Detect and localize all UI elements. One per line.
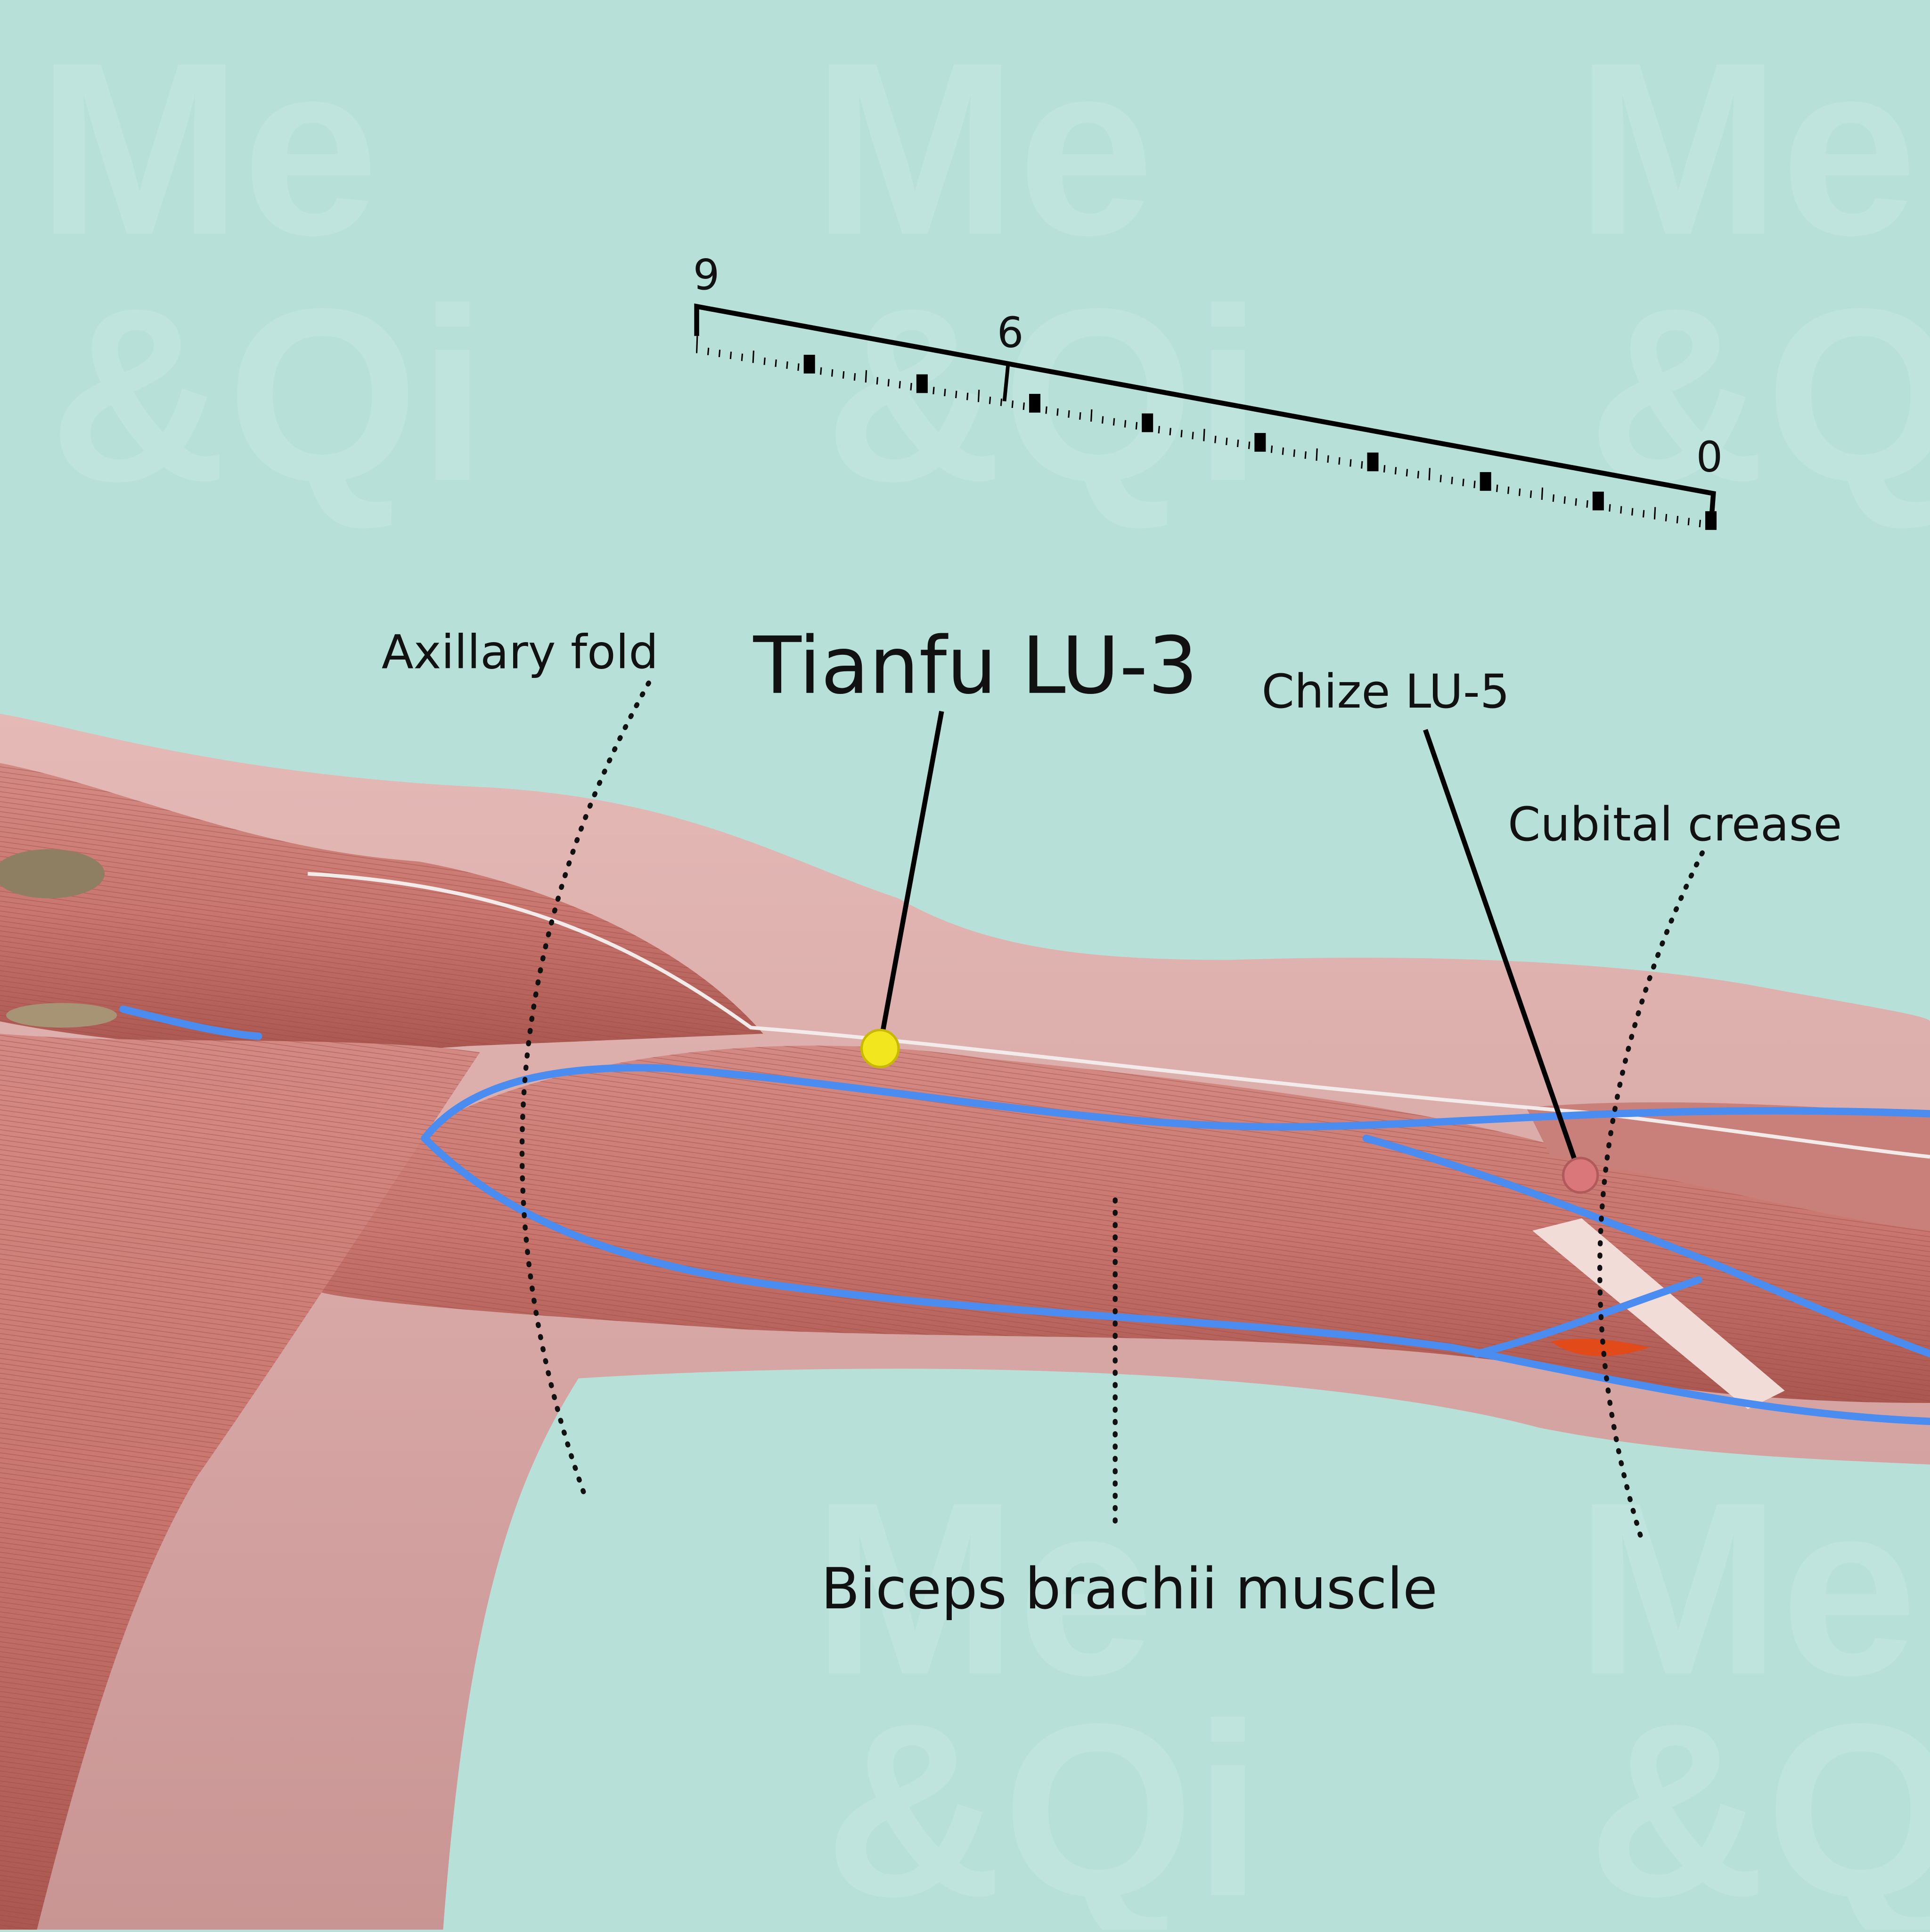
ruler-tick (763, 357, 766, 365)
ruler-tick-marker (916, 374, 928, 393)
ruler-tick (1563, 496, 1566, 504)
ruler-tick-number: 6 (1370, 458, 1376, 469)
ruler-tick (1112, 418, 1115, 426)
chize-lu5-point[interactable] (1562, 1157, 1599, 1194)
ruler-tick-marker (803, 355, 815, 374)
ruler-tick-marker (1480, 472, 1491, 491)
ruler-tick-number: 2 (919, 380, 925, 391)
ruler-tick-number: 3 (1031, 399, 1038, 410)
ruler-label-0: 0 (1696, 432, 1723, 481)
ruler-tick-marker (1367, 452, 1379, 472)
ruler-tick (1631, 508, 1634, 516)
ruler-tick (1090, 409, 1093, 422)
ruler-tick-number: 5 (1257, 438, 1263, 449)
ruler-tick (1349, 459, 1352, 467)
ruler-tick-marker (1705, 511, 1717, 530)
svg-text:Me: Me (812, 1451, 1154, 1726)
ruler-tick (1552, 494, 1555, 502)
forearm-muscle (1526, 1102, 1930, 1231)
ruler-tick-number: 7 (1482, 477, 1488, 489)
ruler-tick-marker (1029, 394, 1041, 413)
chize-label: Chize LU-5 (1262, 665, 1510, 719)
ruler-tick-number: 8 (1595, 497, 1601, 508)
cubital-crease-line (1597, 850, 1705, 1547)
watermark: Me &Qi Me &Qi Me &Qi Me &Qi Me &Qi (37, 11, 1930, 1932)
ruler-tick (1653, 507, 1656, 520)
veins (119, 1005, 1930, 1425)
cubital-crease-label: Cubital crease (1508, 798, 1842, 852)
biceps-label: Biceps brachii muscle (821, 1556, 1438, 1622)
tendon (1532, 1218, 1785, 1410)
chize-pointer (1423, 729, 1582, 1174)
artery (1551, 1338, 1650, 1356)
ruler-tick-number: 1 (806, 360, 812, 371)
ruler-tick (1518, 488, 1521, 496)
ruler-tick (831, 369, 834, 377)
ruler-tick (1687, 518, 1690, 526)
title-label: Tianfu LU-3 (753, 620, 1198, 712)
ruler-tick (955, 391, 957, 399)
ruler-tick (729, 351, 732, 359)
ruler-tick (1135, 422, 1138, 430)
measurement-ruler: 1 2 3 4 5 6 7 8 9 9 6 0 (693, 251, 1723, 530)
arm (0, 714, 1930, 1930)
ruler-label-9: 9 (693, 251, 720, 299)
bone-fragment (6, 1003, 117, 1028)
ruler-tick (932, 387, 935, 395)
ruler-tick (1394, 467, 1397, 475)
axillary-fold-label: Axillary fold (382, 625, 659, 679)
svg-text:Me: Me (1576, 11, 1918, 286)
ruler-tick (966, 392, 969, 400)
ruler-tick (853, 373, 856, 381)
svg-text:Me: Me (1576, 1451, 1918, 1726)
ruler-tick (1180, 430, 1183, 438)
ruler-tick-marker (1142, 413, 1153, 432)
ruler-tick (1045, 406, 1047, 414)
nerve (307, 872, 1930, 1159)
ruler-tick (1462, 479, 1464, 487)
ruler-tick-marker (1592, 491, 1604, 511)
svg-text:&Qi: &Qi (825, 257, 1262, 532)
ruler-tick (977, 390, 980, 402)
tianfu-pointer (877, 710, 944, 1047)
ruler-tick (1022, 402, 1025, 410)
ruler-tick (1428, 468, 1431, 481)
ruler-tick (1270, 445, 1273, 453)
ruler-tick (1304, 451, 1307, 459)
svg-text:&Qi: &Qi (49, 257, 487, 532)
ruler-tick (1529, 490, 1532, 498)
ruler-tick (1507, 486, 1510, 494)
ruler-tick (1011, 400, 1014, 408)
ruler-tick (1473, 481, 1476, 489)
ruler-tick (1214, 435, 1217, 443)
svg-text:Me: Me (37, 11, 379, 286)
svg-text:&Qi: &Qi (825, 1672, 1262, 1930)
ruler-tick (797, 363, 800, 371)
svg-text:&Qi: &Qi (1588, 257, 1930, 532)
ruler-tick (887, 379, 890, 387)
clavicle-bone (0, 849, 105, 898)
ruler-tick (1439, 474, 1442, 482)
ruler-tick (1338, 457, 1341, 465)
ruler-tick-number: 4 (1145, 419, 1151, 430)
svg-text:&Qi: &Qi (1588, 1672, 1930, 1930)
axillary-fold-line (519, 680, 651, 1498)
ruler-tick (718, 350, 721, 358)
ruler-tick-number: 9 (1708, 516, 1714, 528)
svg-text:Me: Me (812, 11, 1154, 286)
ruler-label-6: 6 (997, 309, 1024, 357)
tianfu-lu3-point[interactable] (860, 1028, 900, 1068)
ruler-tick-marker (1254, 433, 1266, 452)
ruler-tick (1056, 408, 1059, 416)
